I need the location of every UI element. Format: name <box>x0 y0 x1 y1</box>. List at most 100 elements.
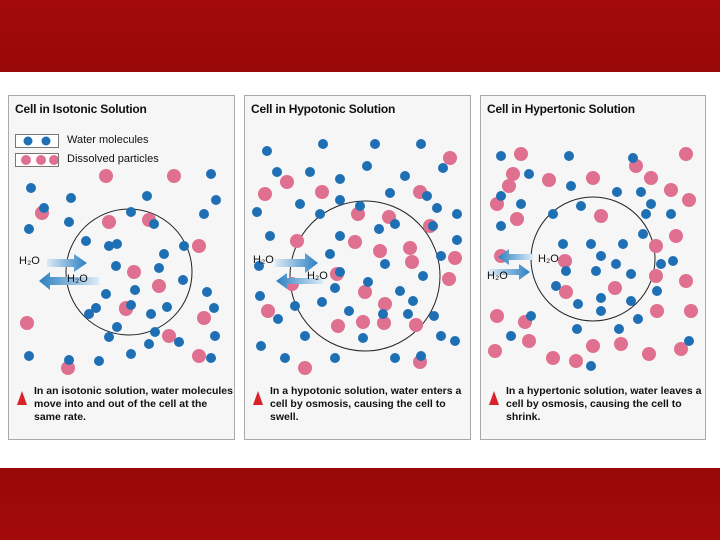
isotonic-diagram: H₂O H₂O <box>19 169 221 375</box>
hypertonic-arrow-in <box>489 264 530 280</box>
water-molecule <box>636 187 646 197</box>
water-molecule <box>209 303 219 313</box>
water-molecule <box>422 191 432 201</box>
water-molecule <box>558 239 568 249</box>
water-molecule <box>210 331 220 341</box>
dissolved-particle <box>405 255 419 269</box>
hypotonic-caption-text: In a hypotonic solution, water enters a … <box>270 385 462 423</box>
water-molecule <box>378 309 388 319</box>
water-molecule <box>206 353 216 363</box>
dissolved-particle <box>586 171 600 185</box>
water-molecule <box>265 231 275 241</box>
isotonic-caption-text: In an isotonic solution, water molecules… <box>34 385 233 423</box>
water-molecule <box>325 249 335 259</box>
water-molecule <box>26 183 36 193</box>
dissolved-particle <box>522 334 536 348</box>
dissolved-particle <box>443 151 457 165</box>
dissolved-particle <box>594 209 608 223</box>
dissolved-particle <box>258 187 272 201</box>
dissolved-particle <box>99 169 113 183</box>
dissolved-particle <box>488 344 502 358</box>
water-molecule <box>526 311 536 321</box>
water-molecule <box>656 259 666 269</box>
water-molecule <box>626 269 636 279</box>
water-molecule <box>126 300 136 310</box>
water-molecule <box>150 327 160 337</box>
water-molecule <box>438 163 448 173</box>
water-molecule <box>633 314 643 324</box>
dissolved-particle <box>167 169 181 183</box>
water-molecule <box>101 289 111 299</box>
water-molecule <box>24 224 34 234</box>
water-molecule <box>506 331 516 341</box>
water-molecule <box>564 151 574 161</box>
isotonic-h2o-in-label: H₂O <box>19 255 40 267</box>
water-molecule <box>400 171 410 181</box>
dissolved-particle <box>682 193 696 207</box>
water-molecule <box>179 241 189 251</box>
panel-isotonic: H₂O H₂O Cell in Isotonic Solution Water … <box>8 95 235 440</box>
panel-title: Cell in Hypertonic Solution <box>487 102 635 116</box>
dissolved-particle <box>650 304 664 318</box>
dissolved-particle <box>510 212 524 226</box>
isotonic-h2o-out-label: H₂O <box>67 273 88 285</box>
dissolved-particle <box>192 239 206 253</box>
caption-triangle-icon <box>253 391 263 405</box>
dissolved-particle <box>403 241 417 255</box>
water-molecule <box>390 353 400 363</box>
water-molecule <box>262 146 272 156</box>
dissolved-particle <box>614 337 628 351</box>
dissolved-particle <box>409 318 423 332</box>
water-molecule <box>112 322 122 332</box>
water-molecule <box>641 209 651 219</box>
water-molecule <box>452 235 462 245</box>
water-molecule <box>524 169 534 179</box>
dissolved-particle <box>559 285 573 299</box>
hypertonic-diagram: H₂O H₂O <box>487 147 698 371</box>
water-molecule <box>646 199 656 209</box>
dissolved-particle <box>669 229 683 243</box>
water-molecule <box>81 236 91 246</box>
dissolved-particle <box>356 315 370 329</box>
water-molecule <box>252 207 262 217</box>
water-molecule <box>385 188 395 198</box>
water-molecule <box>154 263 164 273</box>
hypotonic-arrow-out <box>276 273 323 289</box>
water-molecule <box>428 221 438 231</box>
dissolved-particle <box>377 316 391 330</box>
water-molecule <box>144 339 154 349</box>
panel-hypertonic: H₂O H₂O Cell in Hypertonic Solution In a… <box>480 95 706 440</box>
water-molecule <box>159 249 169 259</box>
water-molecule <box>638 229 648 239</box>
legend-dissolved-swatch <box>15 153 59 167</box>
dissolved-particle <box>684 304 698 318</box>
water-molecule <box>202 287 212 297</box>
water-molecule <box>335 195 345 205</box>
hypertonic-particles <box>488 147 698 371</box>
water-molecule <box>126 349 136 359</box>
water-molecule <box>254 261 264 271</box>
water-molecule <box>295 199 305 209</box>
water-molecule <box>496 191 506 201</box>
hypotonic-diagram: H₂O H₂O <box>252 139 462 375</box>
water-molecule <box>84 309 94 319</box>
dissolved-particle <box>558 254 572 268</box>
water-molecule <box>551 281 561 291</box>
water-molecule <box>614 324 624 334</box>
water-molecule <box>566 181 576 191</box>
water-molecule <box>370 139 380 149</box>
water-molecule <box>591 266 601 276</box>
dissolved-particle <box>514 147 528 161</box>
water-molecule <box>355 201 365 211</box>
dissolved-particle <box>298 361 312 375</box>
hypotonic-particles <box>252 139 462 375</box>
water-molecule <box>596 251 606 261</box>
water-molecule <box>408 296 418 306</box>
hypotonic-h2o-out-label: H₂O <box>307 270 328 282</box>
water-molecule <box>255 291 265 301</box>
water-molecule <box>436 251 446 261</box>
dissolved-particle <box>546 351 560 365</box>
water-molecule <box>626 296 636 306</box>
water-molecule <box>618 239 628 249</box>
water-molecule <box>374 224 384 234</box>
